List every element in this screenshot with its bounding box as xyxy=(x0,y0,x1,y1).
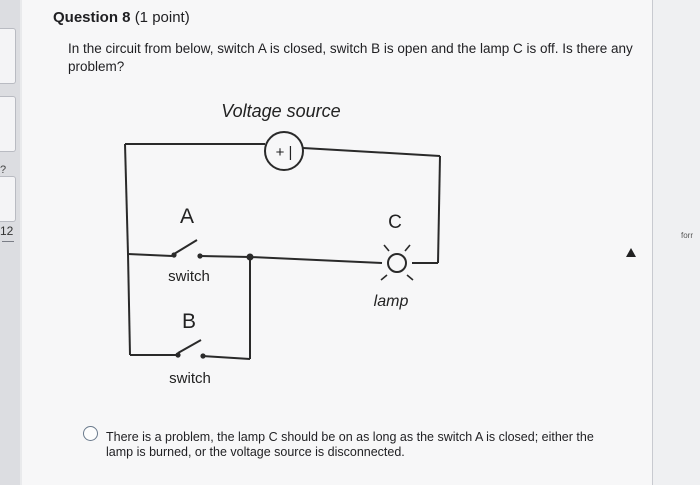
answer-option-text[interactable]: There is a problem, the lamp C should be… xyxy=(106,430,594,459)
voltage-source-label: Voltage source xyxy=(221,101,340,121)
switch-a-label: switch xyxy=(168,268,210,285)
right-panel-text: forr xyxy=(681,231,693,240)
circuit-wires xyxy=(124,143,441,360)
voltage-source-icon xyxy=(264,131,304,171)
lamp-rays xyxy=(380,244,414,281)
rail-glyph: ? xyxy=(0,164,7,176)
mouse-pointer-icon xyxy=(626,248,636,257)
question-heading: Question 8 (1 point) xyxy=(53,9,190,26)
rail-divider xyxy=(2,241,14,242)
voltage-source-symbol: + | xyxy=(276,144,293,161)
rail-card[interactable] xyxy=(0,96,16,152)
question-number: Question 8 xyxy=(53,9,131,26)
lamp-icon xyxy=(387,253,407,273)
switch-a-letter: A xyxy=(180,205,194,228)
circuit-nodes xyxy=(171,252,254,359)
question-points: (1 point) xyxy=(134,9,190,26)
question-text: In the circuit from below, switch A is c… xyxy=(68,41,633,74)
switch-b-label: switch xyxy=(169,370,211,387)
rail-card[interactable] xyxy=(0,28,16,84)
lamp-letter: C xyxy=(388,212,402,233)
right-panel: forr xyxy=(652,0,700,485)
lamp-label: lamp xyxy=(374,293,409,310)
switch-b-letter: B xyxy=(182,310,196,333)
answer-radio-button[interactable] xyxy=(83,426,98,441)
rail-number[interactable]: 12 xyxy=(0,224,14,238)
rail-card[interactable] xyxy=(0,176,16,222)
left-rail: ? 12 xyxy=(0,0,20,485)
